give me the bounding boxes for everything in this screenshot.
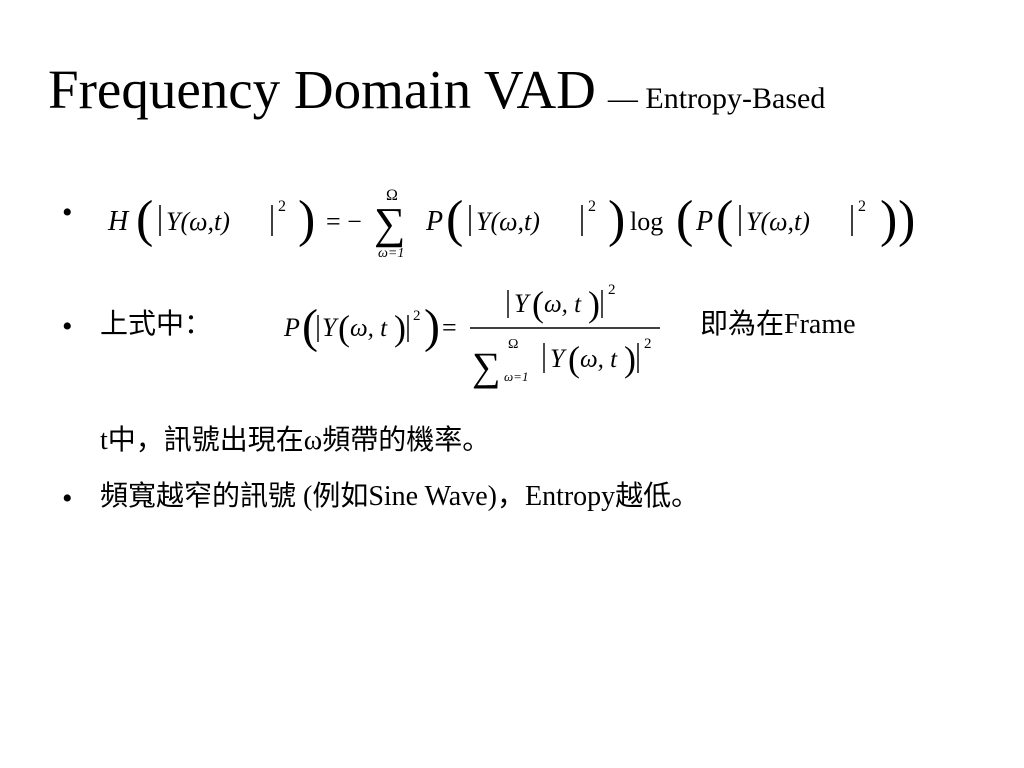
- eq-paren-close: ): [898, 191, 915, 248]
- bullet3-text: 頻寬越窄的訊號 (例如Sine Wave)，Entropy越低。: [100, 481, 700, 512]
- eq-Y-arg-2: Y(ω,t): [476, 207, 540, 236]
- eq-paren-open: (: [136, 191, 153, 248]
- eq-sum-lower: ω=1: [378, 246, 404, 261]
- eq-paren-open: (: [446, 191, 463, 248]
- eq2-paren-open: (: [302, 300, 318, 353]
- eq-sum-symbol: ∑: [374, 199, 405, 248]
- eq-P-1: P: [425, 206, 443, 237]
- bullet2-continuation: t中，訊號出現在ω頻帶的機率。: [100, 425, 491, 456]
- eq2-paren-close: ): [588, 284, 600, 324]
- eq2-args-den: ω, t: [580, 346, 618, 373]
- eq2-Y-lhs: Y: [322, 313, 339, 342]
- bullet-marker-1: •: [62, 196, 73, 229]
- eq-paren-close: ): [298, 191, 315, 248]
- eq-exponent-1: 2: [278, 198, 286, 215]
- eq2-paren-close: ): [424, 300, 440, 353]
- eq-exponent-2: 2: [588, 198, 596, 215]
- eq2-args-lhs: ω, t: [350, 315, 388, 342]
- eq2-exponent-lhs: 2: [413, 308, 421, 324]
- title-main: Frequency Domain VAD: [48, 59, 596, 120]
- eq2-paren-open: (: [532, 284, 544, 324]
- eq2-Y-den: Y: [550, 344, 567, 373]
- eq-Y-arg-3: Y(ω,t): [746, 207, 810, 236]
- eq2-Y-num: Y: [514, 289, 531, 318]
- eq-paren-close: ): [880, 191, 897, 248]
- eq2-sum-lower: ω=1: [504, 369, 528, 384]
- eq2-paren-close: ): [624, 339, 636, 379]
- eq-paren-open: (: [676, 191, 693, 248]
- bullet2-suffix: 即為在Frame: [700, 309, 856, 340]
- eq2-args-num: ω, t: [544, 291, 582, 318]
- eq-H: H: [107, 206, 130, 237]
- eq-paren-open: (: [716, 191, 733, 248]
- eq2-P: P: [283, 313, 300, 342]
- bullet-marker-3: •: [62, 482, 73, 515]
- title-subtitle: — Entropy-Based: [607, 82, 826, 115]
- eq-exponent-3: 2: [858, 198, 866, 215]
- slide-title: Frequency Domain VAD — Entropy-Based: [48, 62, 825, 117]
- eq-paren-close: ): [608, 191, 625, 248]
- eq-P-2: P: [695, 206, 713, 237]
- eq2-paren-open: (: [338, 308, 350, 348]
- eq-log: log: [630, 207, 663, 236]
- eq2-sum-upper: Ω: [508, 337, 518, 352]
- eq2-exponent-num: 2: [608, 282, 616, 298]
- bullet2-prefix: 上式中：: [100, 309, 213, 340]
- eq2-paren-close: ): [394, 308, 406, 348]
- eq-sum-upper: Ω: [386, 187, 398, 204]
- eq2-paren-open: (: [568, 339, 580, 379]
- probability-equation: P ( Y ( ω, t ) 2 ) = Y ( ω, t ) 2 ∑ Ω ω=…: [283, 282, 660, 389]
- eq2-sum-symbol: ∑: [472, 344, 501, 389]
- bullet-marker-2: •: [62, 310, 73, 343]
- eq2-equals: =: [442, 313, 457, 342]
- eq-Y-arg-1: Y(ω,t): [166, 207, 230, 236]
- entropy-equation: H ( Y(ω,t) 2 ) = − Ω ∑ ω=1 P ( Y(ω,t) 2 …: [107, 187, 915, 261]
- eq-equals-minus: = −: [326, 207, 362, 236]
- eq2-exponent-den: 2: [644, 336, 652, 352]
